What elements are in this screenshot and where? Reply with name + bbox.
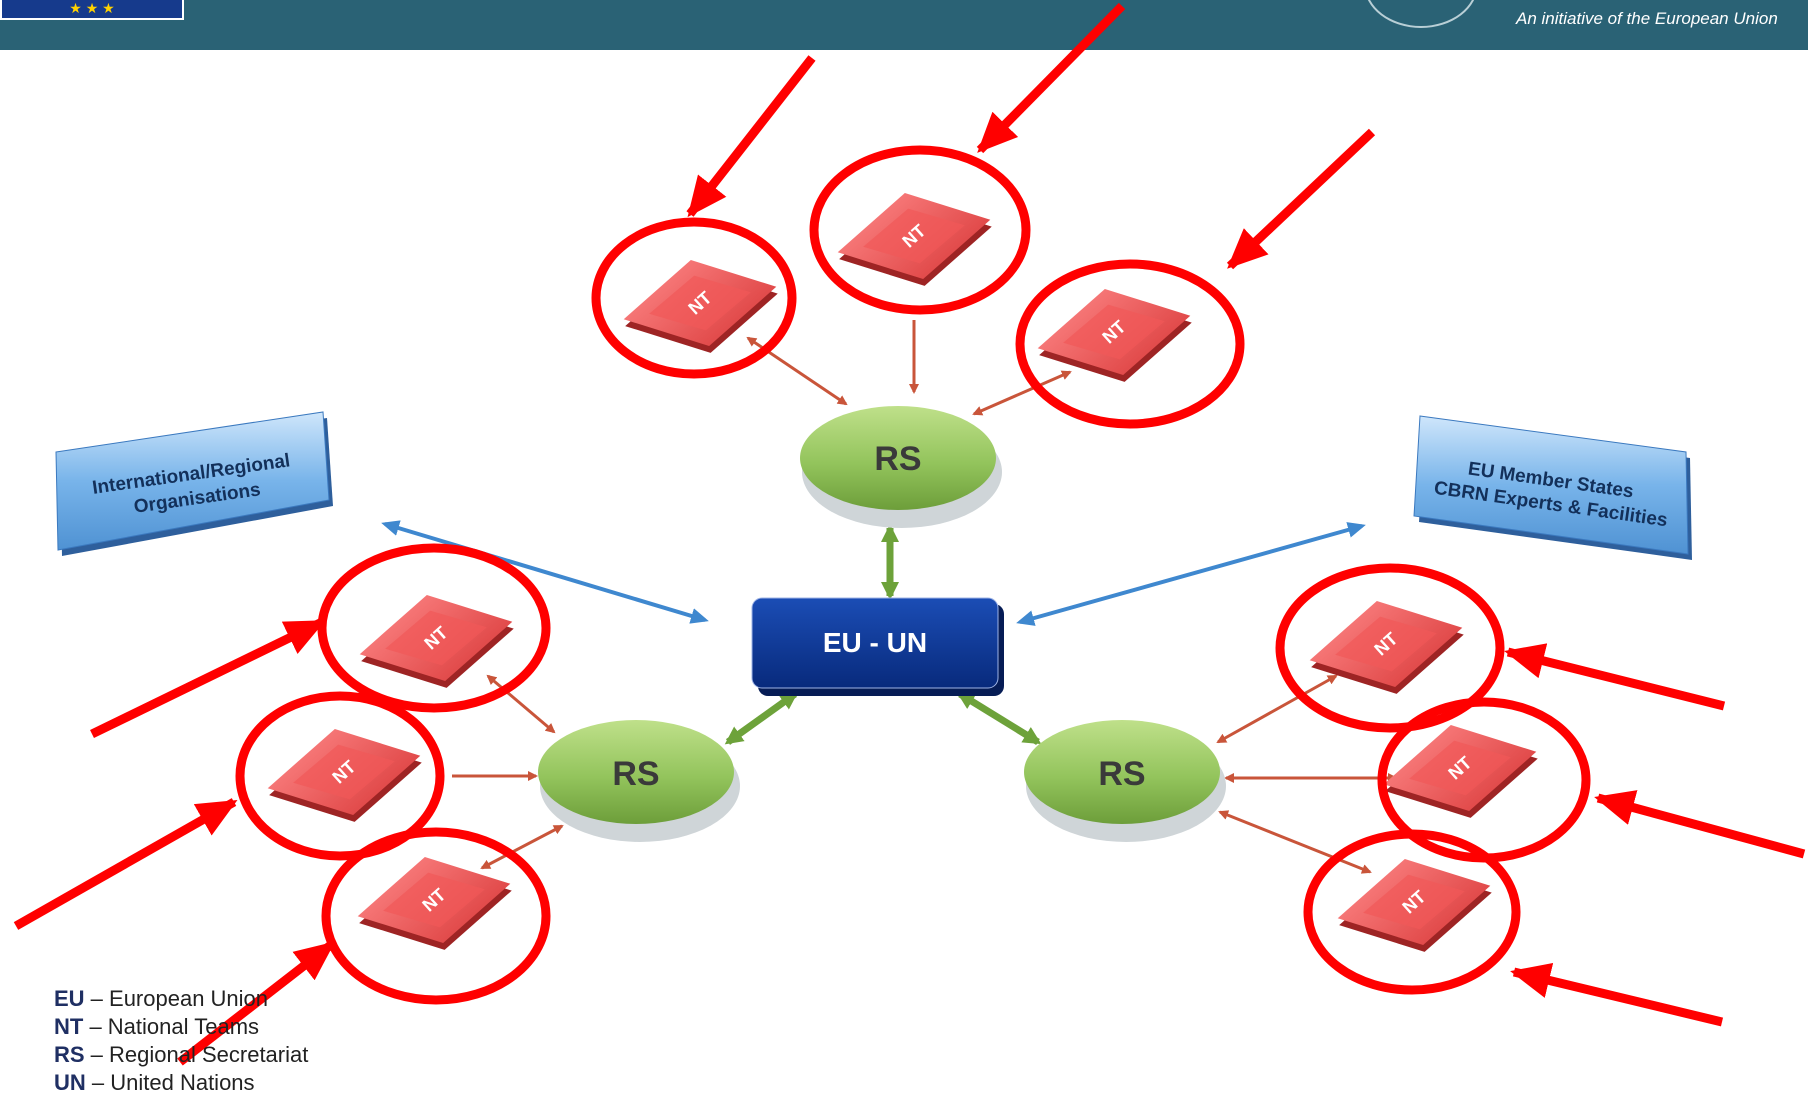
nt-node: NT — [828, 176, 1001, 303]
rs-hub-right: RS — [1024, 720, 1226, 842]
legend-item: UN – United Nations — [54, 1070, 255, 1095]
rs-hub-top-label: RS — [874, 440, 921, 478]
eu-un-label: EU - UN — [823, 627, 927, 658]
blue-link-right — [1016, 522, 1366, 626]
red-arrows — [13, 2, 1806, 1066]
rs-hub-right-label: RS — [1098, 755, 1145, 793]
eu-un-center-box: EU - UN — [751, 597, 1004, 696]
international-organisations-box: International/Regional Organisations — [55, 411, 333, 556]
nt-node: NT — [614, 243, 787, 370]
header-tagline: An initiative of the European Union — [1516, 9, 1778, 28]
legend-item: RS – Regional Secretariat — [54, 1042, 309, 1067]
nt-node: NT — [258, 712, 431, 839]
eu-flag-logo: ★ ★ ★ — [0, 0, 184, 20]
legend: EU – European Union NT – National Teams … — [54, 985, 308, 1097]
nt-node: NT — [1328, 842, 1501, 969]
legend-item: EU – European Union — [54, 986, 269, 1011]
nt-node: NT — [350, 578, 523, 705]
green-link-left — [724, 691, 799, 745]
nt-node: NT — [1300, 584, 1473, 711]
rs-hub-left-label: RS — [612, 755, 659, 793]
red-highlight-circles — [235, 145, 1591, 1005]
nt-node: NT — [348, 840, 521, 967]
nt-node: NT — [1374, 708, 1547, 835]
green-link-right — [956, 691, 1042, 745]
nt-node: NT — [1028, 272, 1201, 399]
rs-hub-top: RS — [800, 406, 1002, 528]
eu-member-states-box: EU Member States CBRN Experts & Faciliti… — [1413, 415, 1692, 560]
legend-item: NT – National Teams — [54, 1014, 260, 1039]
blue-link-left — [381, 520, 709, 624]
header-bar: ★ ★ ★ An initiative of the European Unio… — [0, 0, 1808, 50]
rs-hub-left: RS — [538, 720, 740, 842]
